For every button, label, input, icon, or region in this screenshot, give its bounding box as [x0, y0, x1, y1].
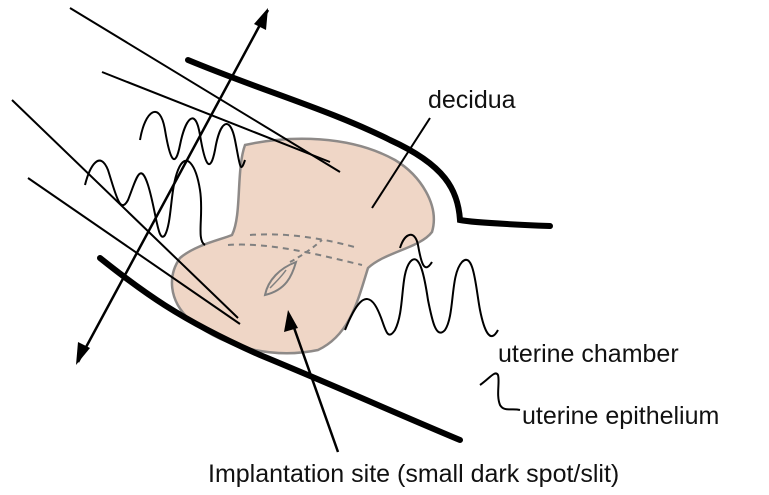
epithelium-fold-small	[400, 235, 432, 267]
epithelium-connector	[480, 373, 520, 410]
epithelium-folds-upper-left	[140, 112, 245, 167]
epithelium-folds-left	[85, 161, 205, 245]
uterine-chamber-label: uterine chamber	[498, 340, 679, 368]
decidua-label: decidua	[428, 86, 516, 114]
decidua-region	[172, 139, 434, 353]
uterine-epithelium-label: uterine epithelium	[522, 402, 719, 430]
axis-arrowhead-top	[254, 8, 268, 30]
implantation-site-label: Implantation site (small dark spot/slit)	[208, 460, 619, 488]
diagonal-line-1	[70, 8, 340, 172]
diagonal-line-3	[12, 100, 238, 318]
